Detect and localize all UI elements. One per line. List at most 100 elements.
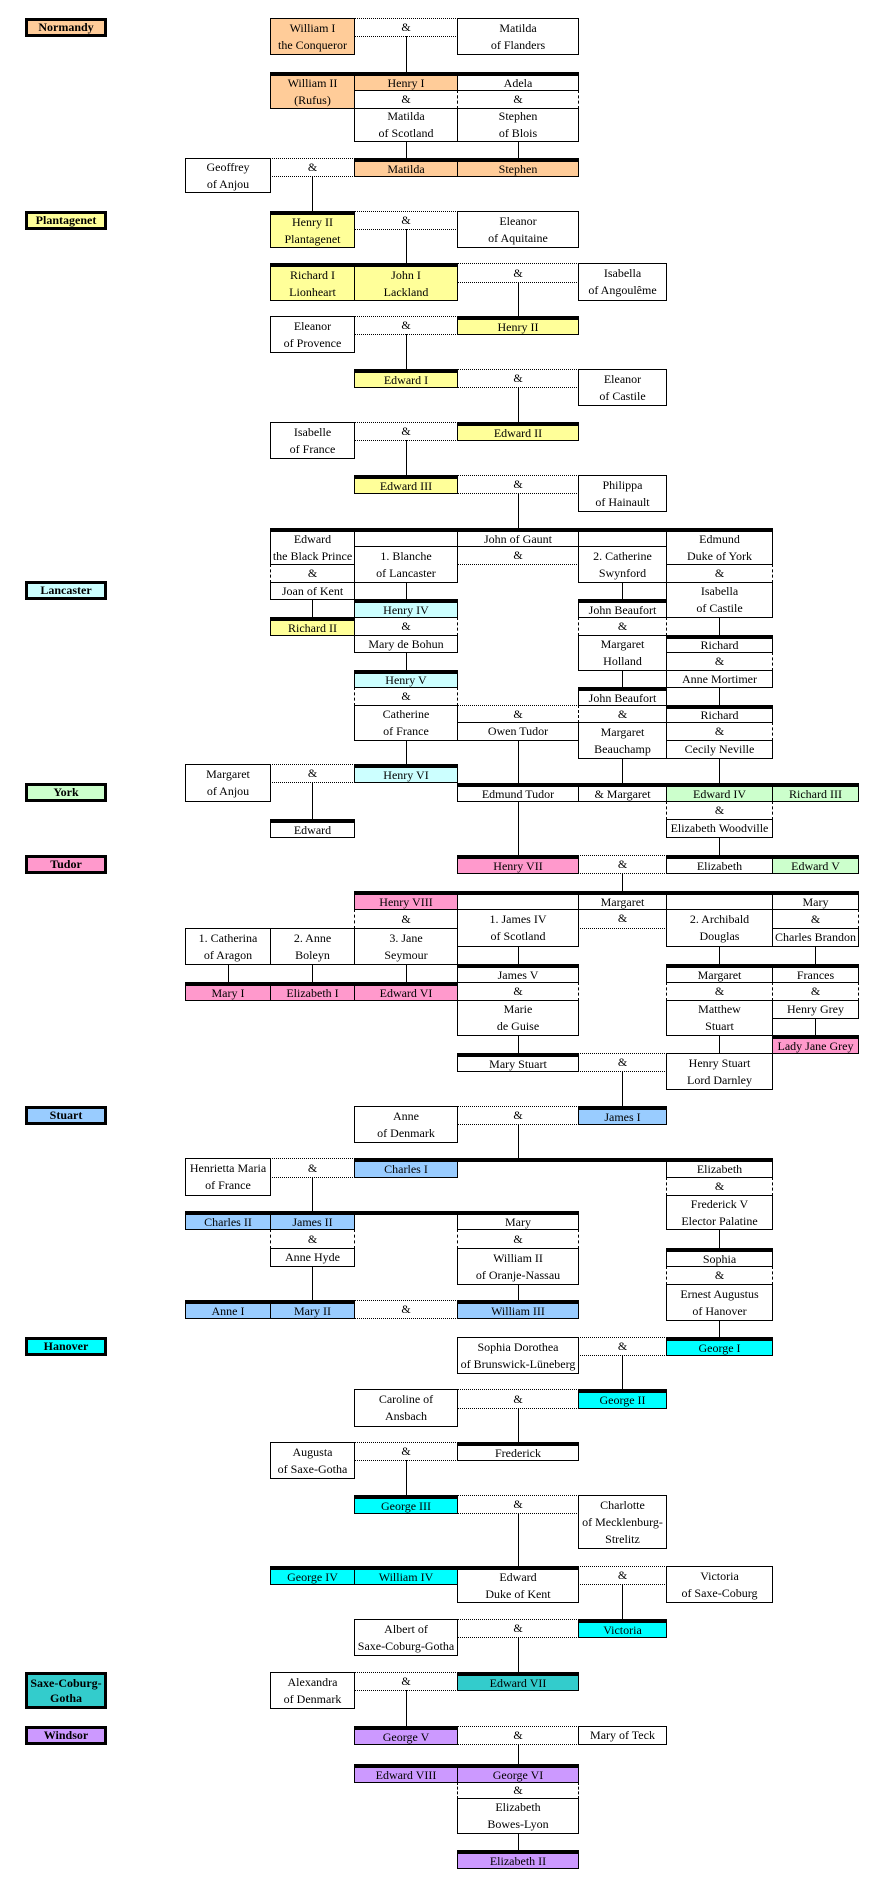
person-box: George V (354, 1726, 458, 1745)
person-box: William IV (354, 1566, 458, 1585)
empty-cell (457, 891, 579, 910)
person-box: Caroline of Ansbach (354, 1389, 458, 1427)
person-box: Victoria (578, 1619, 667, 1638)
descent-line (406, 141, 407, 158)
marriage-symbol: & (270, 564, 355, 583)
person-box: Edward VII (457, 1672, 579, 1691)
person-box: Alexandra of Denmark (270, 1672, 355, 1709)
person-box: Henry VIII (354, 891, 458, 910)
descent-line (518, 1833, 519, 1850)
descent-line (406, 582, 407, 599)
marriage-symbol: & (578, 1566, 667, 1585)
descent-line (406, 440, 407, 475)
person-box: Mary de Bohun (354, 635, 458, 653)
person-box: Edward I (354, 369, 458, 388)
house-label: Plantagenet (25, 211, 107, 230)
marriage-symbol: & (457, 705, 579, 723)
person-box: James II (270, 1211, 355, 1230)
person-box: Margaret (666, 964, 773, 983)
marriage-symbol: & (354, 617, 458, 636)
descent-line (518, 801, 519, 855)
person-box: Mary Stuart (457, 1053, 579, 1072)
house-label: York (25, 783, 107, 802)
descent-line (312, 599, 313, 617)
marriage-symbol: & (354, 909, 458, 929)
descent-line (719, 1035, 720, 1053)
marriage-symbol: & (457, 1229, 579, 1249)
person-box: 1. James IV of Scotland (457, 909, 579, 947)
house-label: Tudor (25, 855, 107, 874)
person-box: Matilda of Flanders (457, 18, 579, 55)
marriage-symbol: & (578, 909, 667, 929)
descent-line (406, 652, 407, 670)
person-box: William III (457, 1300, 579, 1319)
person-box: Henry IV (354, 599, 458, 618)
person-box: Edmund Tudor (457, 783, 579, 802)
person-box: Stephen of Blois (457, 108, 579, 142)
person-box: 3. Jane Seymour (354, 928, 458, 965)
descent-line (518, 141, 519, 158)
person-box: George III (354, 1495, 458, 1514)
marriage-symbol: & (354, 18, 458, 37)
descent-line (312, 1266, 313, 1300)
empty-cell (354, 528, 458, 547)
descent-line (518, 740, 519, 783)
descent-line (719, 617, 720, 635)
person-box: Isabella of Angoulême (578, 263, 667, 301)
person-box: Henry V (354, 670, 458, 688)
person-box: John I Lackland (354, 263, 458, 301)
person-box: Isabelle of France (270, 422, 355, 459)
person-box: 1. Catherina of Aragon (185, 928, 271, 965)
descent-line (719, 1320, 720, 1337)
descent-line (406, 36, 407, 72)
person-box: 2. Anne Boleyn (270, 928, 355, 965)
person-box: Henry II Plantagenet (270, 211, 355, 248)
marriage-symbol: & (772, 909, 859, 929)
person-box: Elizabeth (666, 1158, 773, 1178)
person-box: Mary (457, 1211, 579, 1230)
descent-line (622, 1584, 623, 1619)
marriage-symbol: & (457, 1782, 579, 1799)
person-box: Charles I (354, 1158, 458, 1178)
marriage-symbol: & (354, 211, 458, 230)
person-box: Edward IV (666, 783, 773, 802)
person-box: John Beaufort (578, 599, 667, 618)
sibling-bar (185, 1211, 579, 1215)
person-box: 2. Archibald Douglas (666, 909, 773, 947)
marriage-symbol: & (457, 475, 579, 494)
person-box: Margaret Beauchamp (578, 722, 667, 759)
person-box: Edward III (354, 475, 458, 494)
marriage-symbol: & (578, 1053, 667, 1072)
person-box: Victoria of Saxe-Coburg (666, 1566, 773, 1603)
person-box: Edward the Black Prince (270, 528, 355, 565)
descent-line (312, 176, 313, 211)
person-box: Matilda of Scotland (354, 108, 458, 142)
person-box: Margaret Holland (578, 635, 667, 671)
descent-line (518, 1637, 519, 1672)
descent-line (312, 1177, 313, 1211)
descent-line (518, 946, 519, 964)
person-box: James V (457, 964, 579, 983)
descent-line (518, 387, 519, 422)
person-box: & Margaret (578, 783, 667, 802)
marriage-symbol: & (270, 158, 355, 177)
house-label: Windsor (25, 1726, 107, 1745)
marriage-symbol: & (270, 764, 355, 783)
marriage-symbol: & (354, 1672, 458, 1691)
person-box: Henry VII (457, 855, 579, 874)
person-box: Mary (772, 891, 859, 910)
person-box: Mary I (185, 982, 271, 1001)
descent-line (406, 964, 407, 982)
person-box: Charlotte of Mecklenburg- Strelitz (578, 1495, 667, 1549)
house-label: Normandy (25, 18, 107, 37)
marriage-symbol: & (578, 1337, 667, 1356)
person-box: Edward VIII (354, 1764, 458, 1783)
marriage-symbol: & (578, 617, 667, 636)
person-box: Edward II (457, 422, 579, 441)
person-box: Edward VI (354, 982, 458, 1001)
person-box: Mary of Teck (578, 1726, 667, 1745)
person-box: Geoffrey of Anjou (185, 158, 271, 193)
marriage-symbol: & (354, 1300, 458, 1319)
descent-line (406, 1690, 407, 1726)
person-box: Sophia (666, 1248, 773, 1267)
